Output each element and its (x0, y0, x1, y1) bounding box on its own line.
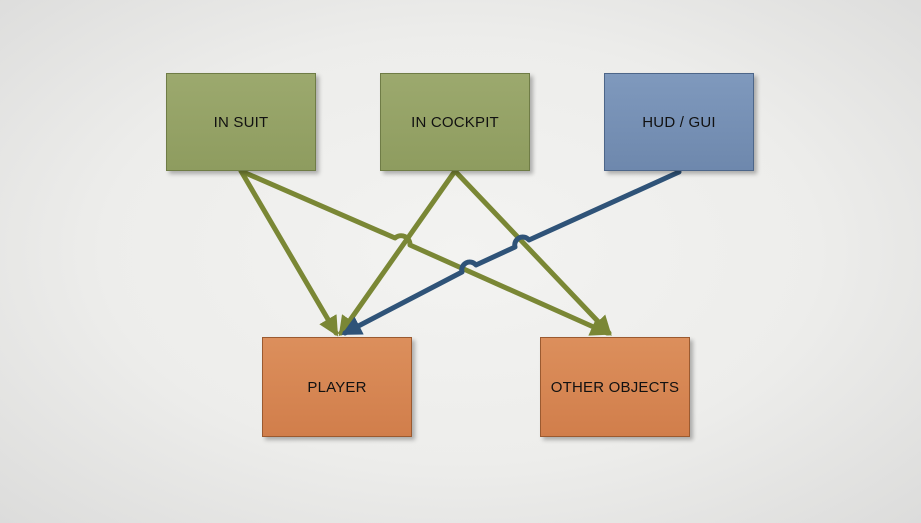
node-player-label: PLAYER (307, 378, 367, 396)
node-in-cockpit-label: IN COCKPIT (411, 113, 499, 131)
node-in-suit[interactable]: IN SUIT (166, 73, 316, 171)
edge-in-suit-to-player (238, 168, 339, 337)
edge-hud-gui-to-player (341, 169, 682, 336)
node-player[interactable]: PLAYER (262, 337, 412, 437)
node-in-cockpit[interactable]: IN COCKPIT (380, 73, 530, 171)
node-other-objects-label: OTHER OBJECTS (550, 378, 680, 396)
node-in-suit-label: IN SUIT (213, 113, 269, 131)
node-other-objects[interactable]: OTHER OBJECTS (540, 337, 690, 437)
node-hud-gui[interactable]: HUD / GUI (604, 73, 754, 171)
edge-in-cockpit-to-player (338, 168, 458, 337)
node-hud-gui-label: HUD / GUI (642, 113, 716, 131)
edge-in-suit-to-other-objects (238, 168, 611, 336)
edge-in-cockpit-to-other-objects (452, 168, 612, 336)
